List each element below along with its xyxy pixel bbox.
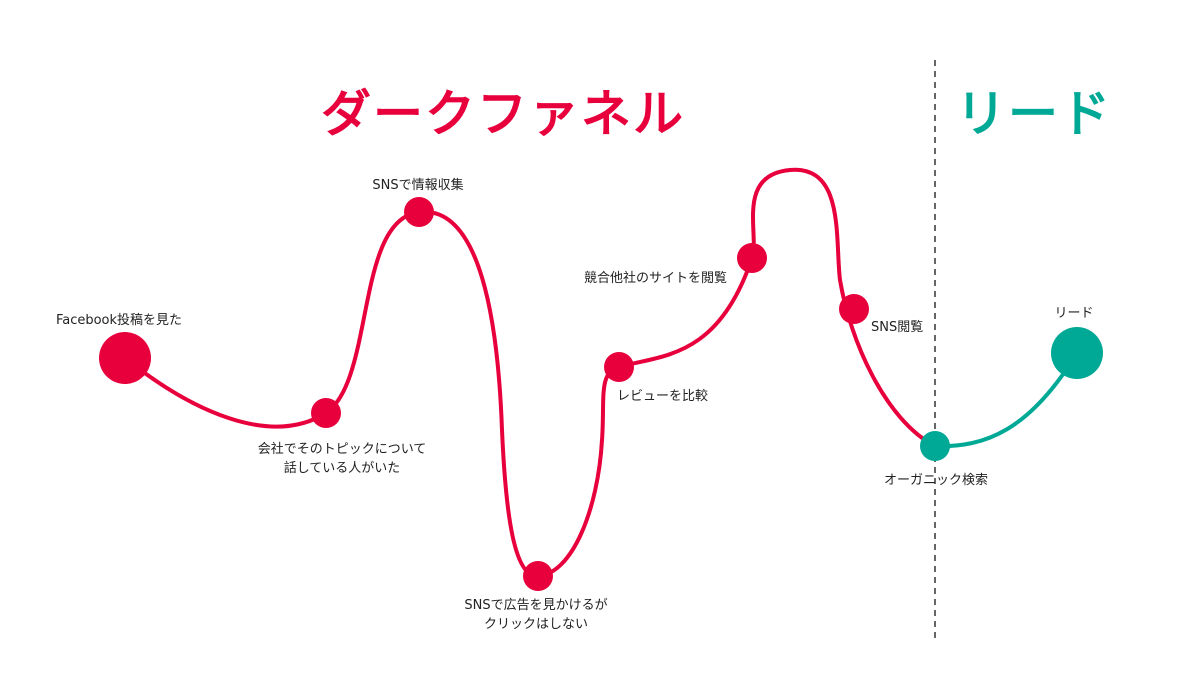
step-marker-sns-research <box>404 197 434 227</box>
step-label-lead: リード <box>1054 306 1094 321</box>
step-marker-organic <box>920 431 950 461</box>
dark-funnel-path <box>123 167 937 578</box>
step-label-organic: オーガニック検索 <box>883 473 989 488</box>
lead-title: リード <box>956 85 1112 143</box>
step-label-competitor: 競合他社のサイトを閲覧 <box>584 271 728 286</box>
lead-path <box>933 351 1079 449</box>
step-marker-sns-browse <box>839 294 869 324</box>
step-label-sns-browse: SNS閲覧 <box>871 320 924 335</box>
step-label-word-of-mouth: 会社でそのトピックについて 話している人がいた <box>257 442 427 476</box>
dark-funnel-title: ダークファネル <box>321 85 685 143</box>
step-marker-word-of-mouth <box>311 398 341 428</box>
step-label-sns-ad: SNSで広告を見かけるが クリックはしない <box>464 598 608 632</box>
step-marker-facebook <box>99 332 151 384</box>
step-label-review: レビューを比較 <box>617 389 709 404</box>
step-label-sns-research: SNSで情報収集 <box>372 178 464 193</box>
step-marker-review <box>604 352 634 382</box>
step-label-facebook: Facebook投稿を見た <box>55 313 183 328</box>
step-marker-lead <box>1051 327 1103 379</box>
step-marker-competitor <box>737 243 767 273</box>
step-marker-sns-ad <box>523 561 553 591</box>
